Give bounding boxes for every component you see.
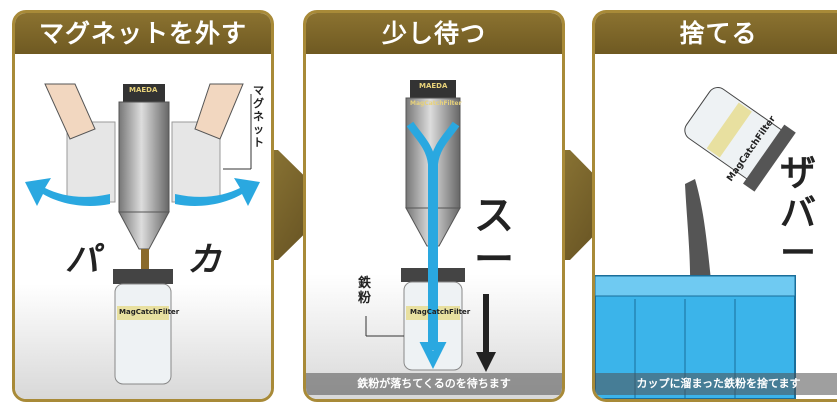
panel-wait: 少し待つ M (303, 10, 565, 402)
open-arrow-right (175, 178, 260, 206)
panel-dispose: 捨てる MagCatchFilter ザバー カップに溜まった鉄粉を捨てます (592, 10, 837, 402)
sound-pa: パ (65, 240, 99, 280)
sound-ka: カ (187, 240, 221, 280)
hand-left (44, 83, 96, 140)
panel-illustration: MagCatchFilter ザバー カップに溜まった鉄粉を捨てます (595, 54, 837, 399)
caption: 鉄粉が落ちてくるのを待ちます (306, 373, 562, 395)
falling-iron-powder (685, 179, 713, 299)
filter-illustration (15, 83, 271, 399)
iron-flow-arrow (406, 121, 460, 369)
panel-title: 捨てる (595, 13, 837, 54)
sound-zaba: ザバー (780, 153, 817, 274)
caption: カップに溜まった鉄粉を捨てます (595, 373, 837, 395)
magnet-label: マグネット (253, 84, 264, 149)
panel-title: 少し待つ (306, 13, 562, 54)
open-arrow-left (25, 178, 110, 206)
brand-top-text: MAEDA (419, 82, 448, 90)
brand-lower-text: MagCatchFilter (410, 308, 471, 316)
brand-top-text: MAEDA (129, 86, 158, 94)
panel-illustration: MAEDA MagCatchFilter MagCatchFilter 鉄粉 ス… (306, 54, 562, 399)
hand-right (194, 83, 244, 140)
brand-text: MagCatchFilter (119, 308, 180, 316)
sound-su: スー (474, 193, 514, 283)
panel-illustration: MAEDA MagCatchFilter マグネット パ カ (15, 54, 271, 399)
panel-title: マグネットを外す (15, 13, 271, 54)
brand-text: MagCatchFilter (410, 100, 462, 107)
panel-remove-magnet: マグネットを外す (12, 10, 274, 402)
iron-powder-label: 鉄粉 (358, 276, 372, 306)
step-arrow-1 (268, 150, 334, 260)
